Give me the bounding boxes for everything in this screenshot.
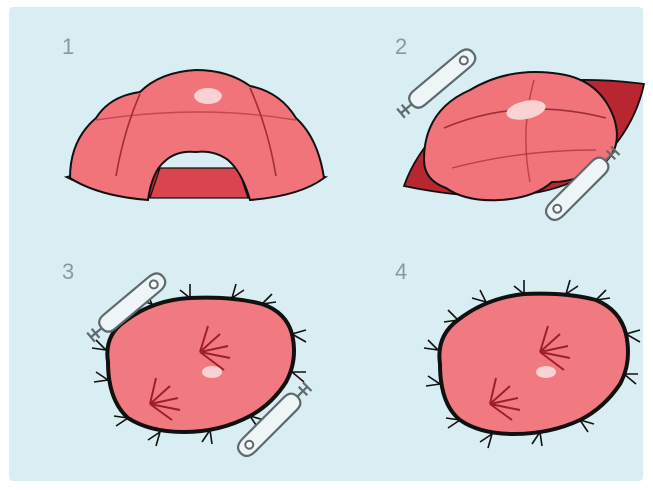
step-4-illustration bbox=[424, 280, 640, 448]
step-3-illustration bbox=[85, 270, 313, 460]
step-1-illustration bbox=[66, 70, 326, 200]
step-2-illustration bbox=[395, 46, 644, 224]
